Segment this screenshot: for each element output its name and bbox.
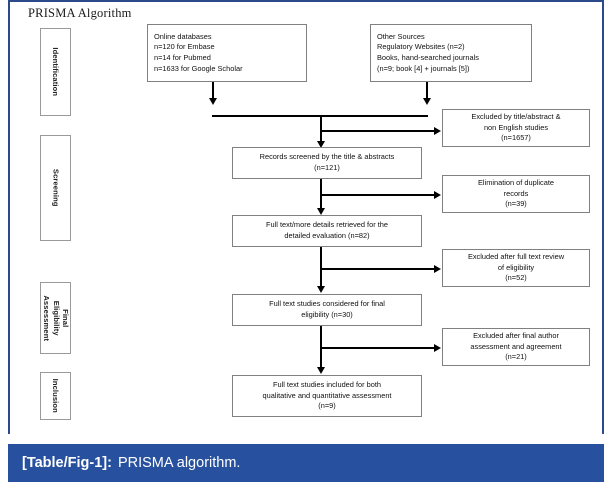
box-excluded-full-text-review: Excluded after full text review of eligi… (442, 249, 590, 287)
box-full-text-retrieved: Full text/more details retrieved for the… (232, 215, 422, 247)
excluded-title-abstract-line-3: (n=1657) (501, 133, 531, 143)
other-sources-line-4: (n=9; book [4] + journals [5]) (377, 63, 470, 73)
excluded-full-text-review-line-2: of eligibility (497, 262, 535, 272)
stage-box-inclusion: Inclusion (40, 372, 71, 420)
box-elimination-duplicates: Elimination of duplicate records (n=39) (442, 175, 590, 213)
arrow-records-to-fulltext-icon (316, 208, 325, 215)
connector-to-excluded-title-abstract (320, 130, 436, 132)
stage-label-identification: Identification (51, 47, 61, 97)
connector-to-excluded-final-author (320, 347, 436, 349)
arrow-excluded-title-abstract-icon (434, 126, 441, 135)
stage-label-screening: Screening (51, 169, 61, 207)
excluded-full-text-review-line-3: (n=52) (505, 273, 527, 283)
arrow-fulltext-to-considered-icon (316, 286, 325, 293)
elimination-duplicates-line-1: Elimination of duplicate (477, 178, 554, 188)
arrow-excluded-full-text-review-icon (434, 264, 441, 273)
stage-box-final-eligibility-assessment: Final Eligibility Assessment (40, 282, 71, 354)
connector-databases-down (212, 82, 214, 100)
box-full-text-included: Full text studies included for both qual… (232, 375, 422, 417)
arrow-merge-down-icon (316, 141, 325, 148)
excluded-full-text-review-line-1: Excluded after full text review (467, 252, 565, 262)
excluded-title-abstract-line-2: non English studies (483, 122, 549, 132)
stage-box-identification: Identification (40, 28, 71, 116)
excluded-final-author-line-3: (n=21) (505, 352, 527, 362)
databases-line-3: n=14 for Pubmed (154, 53, 211, 62)
stage-label-final-eligibility-assessment: Final Eligibility Assessment (41, 295, 70, 341)
box-excluded-final-author: Excluded after final author assessment a… (442, 328, 590, 366)
full-text-considered-line-1: Full text studies considered for final (269, 299, 385, 309)
box-other-sources: Other Sources Regulatory Websites (n=2) … (370, 24, 532, 82)
records-screened-line-1: Records screened by the title & abstract… (259, 152, 395, 162)
figure-caption-tag: [Table/Fig-1]: (22, 455, 112, 471)
elimination-duplicates-line-2: records (503, 188, 529, 198)
full-text-considered-line-2: eligibility (n=30) (301, 310, 353, 319)
connector-to-elimination-duplicates (320, 194, 436, 196)
full-text-included-line-1: Full text studies included for both (272, 380, 382, 390)
records-screened-line-2: (n=121) (314, 163, 340, 172)
arrow-considered-to-included-icon (316, 367, 325, 374)
box-records-screened: Records screened by the title & abstract… (232, 147, 422, 179)
databases-line-1: Online databases (154, 31, 212, 41)
full-text-included-line-3: (n=9) (318, 401, 336, 411)
arrow-databases-down-icon (208, 98, 217, 105)
stage-box-screening: Screening (40, 135, 71, 241)
figure-caption-band: [Table/Fig-1]: PRISMA algorithm. (8, 444, 604, 482)
figure-title: PRISMA Algorithm (28, 6, 132, 20)
figure-frame: PRISMA Algorithm Identification Screenin… (8, 0, 604, 434)
arrow-elimination-duplicates-icon (434, 190, 441, 199)
other-sources-line-1: Other Sources (377, 31, 425, 41)
databases-line-4: n=1633 for Google Scholar (154, 63, 243, 73)
connector-other-sources-down (426, 82, 428, 100)
full-text-retrieved-line-1: Full text/more details retrieved for the (266, 220, 388, 230)
databases-line-2: n=120 for Embase (154, 42, 215, 52)
box-online-databases: Online databases n=120 for Embase n=14 f… (147, 24, 307, 82)
box-full-text-considered: Full text studies considered for final e… (232, 294, 422, 326)
arrow-excluded-final-author-icon (434, 343, 441, 352)
excluded-final-author-line-2: assessment and agreement (470, 341, 562, 351)
stage-label-inclusion: Inclusion (51, 378, 61, 414)
full-text-retrieved-line-2: detailed evaluation (n=82) (284, 231, 370, 240)
other-sources-line-3: Books, hand-searched journals (377, 53, 479, 62)
excluded-title-abstract-line-1: Excluded by title/abstract & (471, 112, 561, 122)
arrow-other-sources-down-icon (422, 98, 431, 105)
full-text-included-line-2: qualitative and quantitative assessment (262, 390, 392, 400)
elimination-duplicates-line-3: (n=39) (505, 199, 527, 209)
connector-to-excluded-full-text-review (320, 268, 436, 270)
other-sources-line-2: Regulatory Websites (n=2) (377, 42, 465, 52)
figure-caption-text: PRISMA algorithm. (117, 455, 241, 471)
connector-merge-down (320, 115, 322, 144)
box-excluded-title-abstract: Excluded by title/abstract & non English… (442, 109, 590, 147)
excluded-final-author-line-1: Excluded after final author (473, 331, 559, 341)
